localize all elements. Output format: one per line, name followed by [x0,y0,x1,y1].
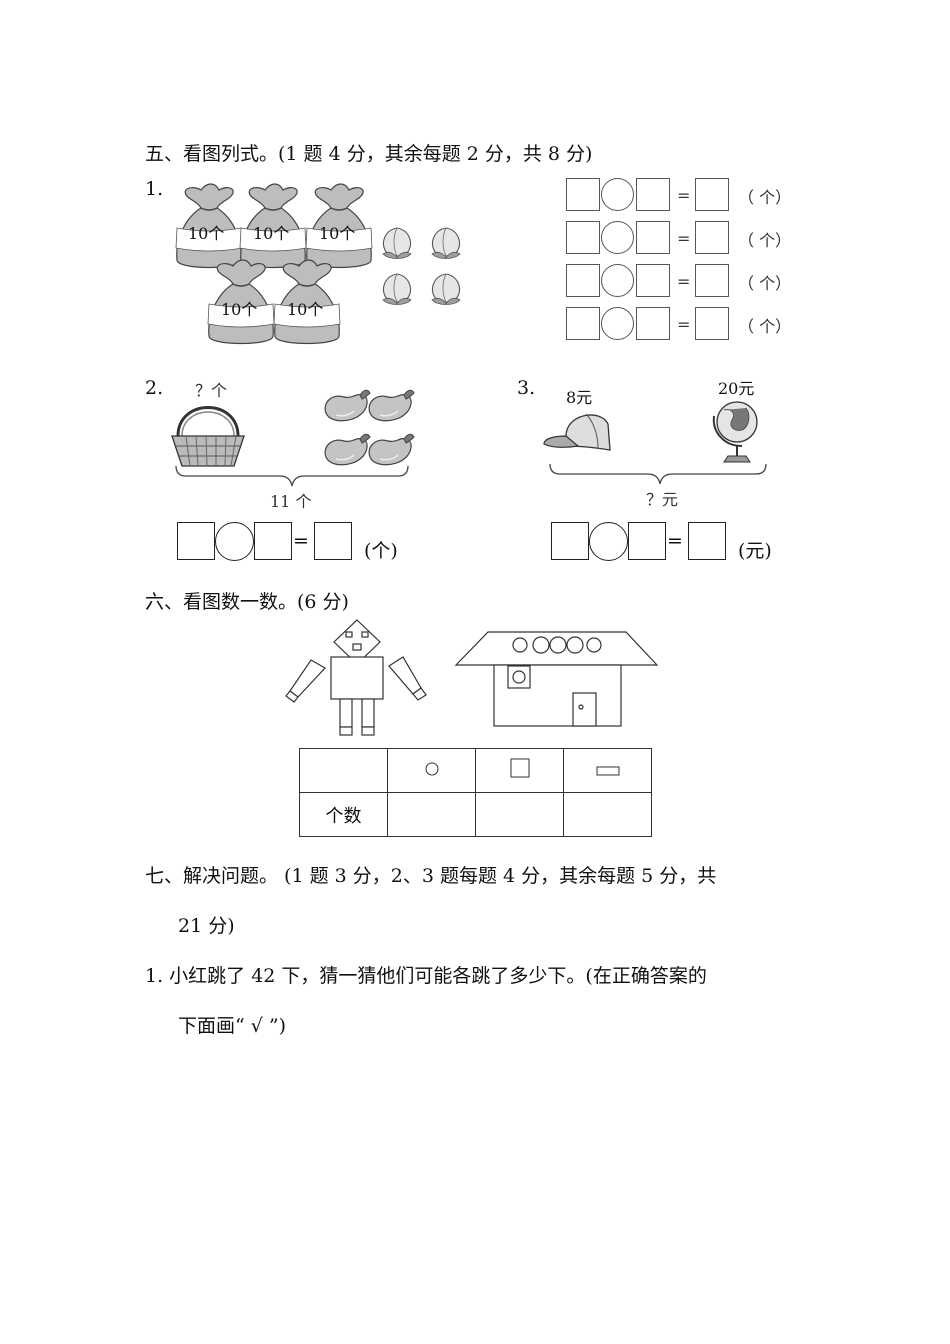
bag-label: 10个 [188,224,225,243]
robot-figure [285,619,427,736]
q3-brace [549,463,767,485]
table-header-square [475,748,564,793]
section7-title-line2: 21 分) [178,915,235,937]
count-cell-circle[interactable] [387,792,476,837]
answer-box[interactable] [566,307,600,340]
unit-label: （ 个） [738,188,792,207]
operator-circle[interactable] [589,522,628,561]
answer-box[interactable] [566,178,600,211]
unit-label: (个) [364,540,398,562]
unit-label: (元) [738,540,772,562]
unit-label: （ 个） [738,274,792,293]
s7-q1-line2: 下面画“ √ ”) [178,1015,287,1037]
q2-total-label: 11 个 [270,492,312,511]
operator-circle[interactable] [601,178,634,211]
result-box[interactable] [695,178,729,211]
answer-box[interactable] [636,264,670,297]
operator-circle[interactable] [601,264,634,297]
answer-box[interactable] [636,178,670,211]
answer-box[interactable] [636,307,670,340]
result-box[interactable] [314,522,352,560]
basket-icon [171,406,245,467]
section5-title: 五、看图列式。(1 题 4 分，其余每题 2 分，共 8 分) [145,143,593,165]
q2-illustration [171,389,415,487]
q2-number: 2. [145,377,164,399]
section6-title: 六、看图数一数。(6 分) [145,591,349,613]
equals-sign: = [293,530,309,552]
s7-q1-line1: 1. 小红跳了 42 下，猜一猜他们可能各跳了多少下。(在正确答案的 [145,965,707,987]
bag-label: 10个 [319,224,356,243]
q1-number: 1. [145,178,164,200]
equals-sign: = [677,272,691,291]
square-icon [510,758,529,778]
result-box[interactable] [695,221,729,254]
bag-label: 10个 [287,300,324,319]
q3-number: 3. [517,377,536,399]
result-box[interactable] [695,264,729,297]
operator-circle[interactable] [601,307,634,340]
operator-circle[interactable] [215,522,254,561]
answer-box[interactable] [254,522,292,560]
answer-box[interactable] [566,264,600,297]
answer-box[interactable] [566,221,600,254]
globe-price: 20元 [718,379,755,398]
operator-circle[interactable] [601,221,634,254]
circle-icon [425,762,438,776]
q3-illustration [543,401,767,485]
answer-box[interactable] [628,522,666,560]
equals-sign: = [677,186,691,205]
answer-box[interactable] [177,522,215,560]
q3-total-label: ？元 [646,490,679,509]
result-box[interactable] [688,522,726,560]
q2-brace [175,465,409,487]
table-header-rectangle [563,748,652,793]
result-box[interactable] [695,307,729,340]
count-cell-square[interactable] [475,792,564,837]
cap-icon [543,413,611,451]
table-header-circle [387,748,476,793]
table-header-blank [299,748,388,793]
count-cell-rectangle[interactable] [563,792,652,837]
equals-sign: = [677,315,691,334]
count-table: 个数 [299,748,652,837]
section7-title-line1: 七、解决问题。 (1 题 3 分，2、3 题每题 4 分，其余每题 5 分，共 [145,865,717,887]
bag-label: 10个 [253,224,290,243]
bag-label: 10个 [221,300,258,319]
unit-label: （ 个） [738,317,792,336]
unit-label: （ 个） [738,231,792,250]
answer-box[interactable] [636,221,670,254]
count-row-label: 个数 [299,792,388,837]
globe-icon [712,401,758,463]
q2-unknown-label: ？个 [195,381,228,400]
shapes-figure [285,619,659,736]
rectangle-icon [596,766,619,776]
answer-box[interactable] [551,522,589,560]
house-figure [454,631,659,727]
equals-sign: = [667,530,683,552]
equals-sign: = [677,229,691,248]
cap-price: 8元 [566,388,593,407]
